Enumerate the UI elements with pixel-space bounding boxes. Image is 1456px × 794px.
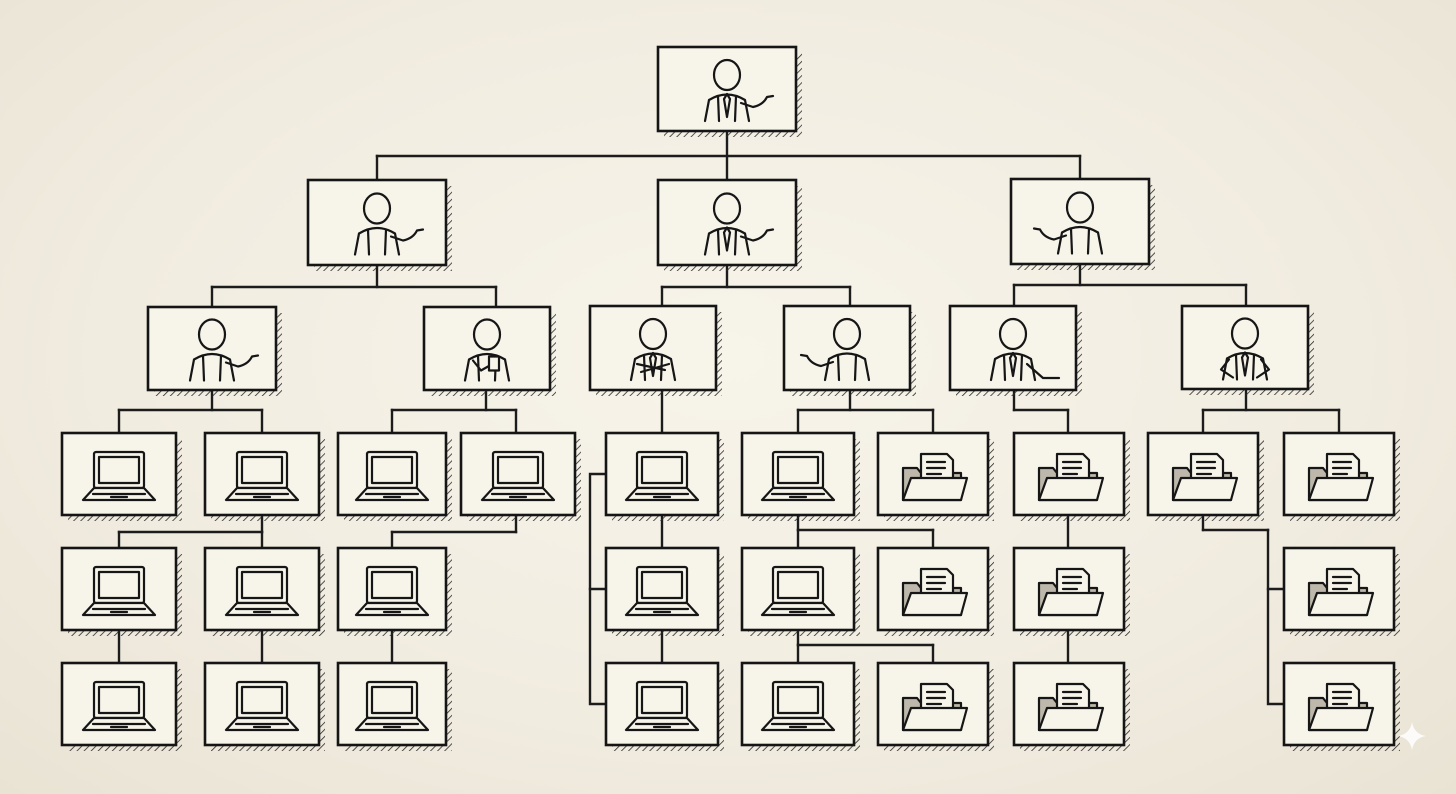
node-folder-box: [876, 431, 994, 521]
node-laptop-box: [203, 661, 325, 751]
connector-lines: [117, 129, 1341, 706]
folder-icon: [1307, 567, 1375, 617]
person-icon: [463, 318, 511, 382]
node-person-box: [1180, 304, 1314, 395]
person-icon: [1032, 191, 1104, 255]
node-person-box: [146, 305, 282, 396]
laptop-icon: [480, 450, 556, 502]
node-laptop-box: [604, 661, 724, 751]
node-laptop-box: [336, 661, 452, 751]
person-icon: [799, 317, 871, 382]
laptop-icon: [224, 450, 300, 502]
node-laptop-box: [203, 431, 325, 521]
laptop-icon: [81, 450, 157, 502]
node-person-box: [306, 178, 452, 271]
node-person-box: [422, 305, 556, 396]
node-folder-box: [1282, 431, 1400, 521]
laptop-icon: [624, 680, 700, 732]
node-person-box: [782, 304, 916, 396]
laptop-icon: [624, 450, 700, 502]
node-laptop-box: [60, 431, 182, 521]
node-person-box: [1009, 177, 1155, 270]
node-person-box: [656, 178, 802, 271]
connector-line: [1266, 528, 1286, 706]
node-laptop-box: [740, 546, 860, 636]
node-folder-box: [1282, 661, 1400, 751]
node-laptop-box: [336, 431, 452, 521]
folder-icon: [901, 452, 969, 502]
laptop-icon: [81, 565, 157, 617]
node-folder-box: [1282, 546, 1400, 636]
laptop-icon: [624, 565, 700, 617]
node-folder-box: [1012, 431, 1130, 521]
node-laptop-box: [60, 661, 182, 751]
node-person-box: [588, 304, 722, 396]
person-icon: [1219, 317, 1271, 381]
node-laptop-box: [336, 546, 452, 636]
node-laptop-box: [604, 431, 724, 521]
node-laptop-box: [203, 546, 325, 636]
folder-icon: [901, 567, 969, 617]
node-laptop-box: [60, 546, 182, 636]
folder-icon: [1307, 452, 1375, 502]
laptop-icon: [354, 565, 430, 617]
folder-icon: [1307, 682, 1375, 732]
laptop-icon: [760, 565, 836, 617]
node-folder-box: [876, 546, 994, 636]
folder-icon: [1037, 567, 1105, 617]
laptop-icon: [354, 450, 430, 502]
node-laptop-box: [740, 661, 860, 751]
node-laptop-box: [459, 431, 581, 521]
person-icon: [989, 317, 1061, 382]
node-folder-box: [1012, 661, 1130, 751]
node-laptop-box: [740, 431, 860, 521]
person-icon: [703, 58, 775, 123]
sparkle-icon: [1398, 722, 1426, 750]
person-icon: [188, 318, 260, 382]
folder-icon: [1037, 682, 1105, 732]
person-icon: [629, 317, 677, 382]
node-laptop-box: [604, 546, 724, 636]
laptop-icon: [81, 680, 157, 732]
node-folder-box: [876, 661, 994, 751]
laptop-icon: [354, 680, 430, 732]
laptop-icon: [224, 680, 300, 732]
laptop-icon: [760, 680, 836, 732]
person-icon: [353, 192, 425, 256]
folder-icon: [1037, 452, 1105, 502]
folder-icon: [1171, 452, 1239, 502]
laptop-icon: [224, 565, 300, 617]
node-folder-box: [1146, 431, 1264, 521]
node-person-box: [656, 45, 802, 137]
node-folder-box: [1012, 546, 1130, 636]
laptop-icon: [760, 450, 836, 502]
node-person-box: [948, 304, 1082, 396]
chart-nodes: [60, 45, 1400, 751]
folder-icon: [901, 682, 969, 732]
person-icon: [703, 192, 775, 256]
